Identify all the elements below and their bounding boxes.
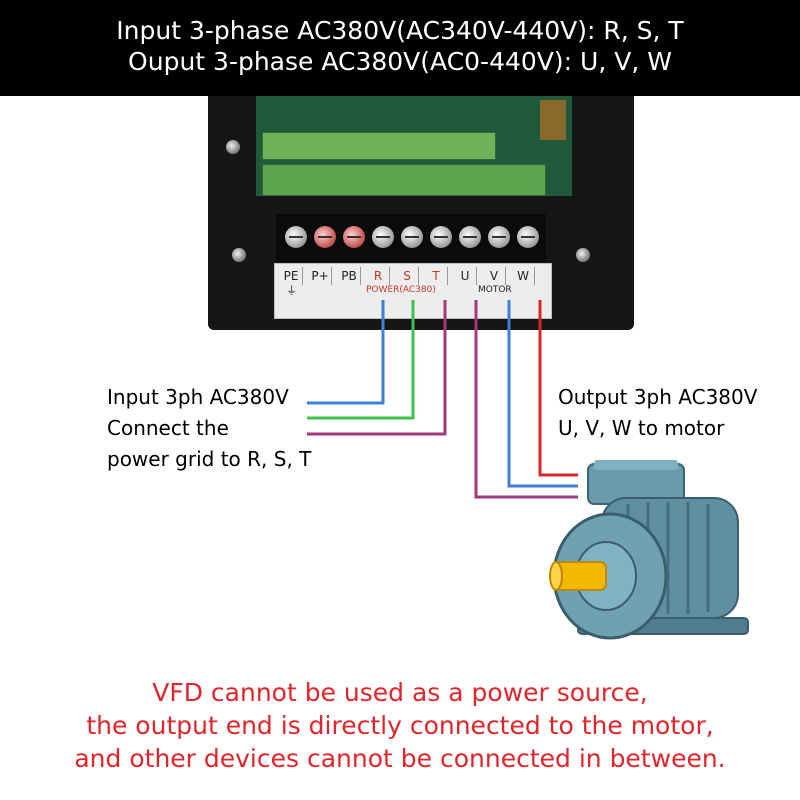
- terminal-label-v: V: [483, 267, 506, 285]
- terminal-label-u: U: [454, 267, 477, 285]
- terminal-label-p-plus: P+: [309, 267, 332, 285]
- mounting-screw-icon: [576, 248, 590, 262]
- ground-symbol-icon: ⏚: [286, 284, 297, 297]
- mounting-screw-icon: [232, 248, 246, 262]
- terminal-screw-pb: [343, 226, 365, 248]
- terminal-label-t: T: [425, 267, 448, 285]
- terminal-screw-u: [459, 226, 481, 248]
- terminal-label-pe: PE: [280, 267, 303, 285]
- motor-shaft-end: [549, 561, 563, 591]
- motor-group-label: MOTOR: [478, 285, 512, 295]
- wire-r-blue: [307, 300, 385, 405]
- control-terminal-strip-lower: [262, 164, 546, 196]
- warning-line2: the output end is directly connected to …: [86, 711, 714, 740]
- terminal-label-pb: PB: [338, 267, 361, 285]
- header-output-spec: Ouput 3-phase AC380V(AC0-440V): U, V, W: [128, 47, 672, 76]
- terminal-label-w: W: [512, 267, 535, 285]
- wire-v-blue: [507, 300, 578, 488]
- wire-s-green: [307, 300, 415, 420]
- terminal-label-r: R: [367, 267, 390, 285]
- header-input-spec: Input 3-phase AC380V(AC340V-440V): R, S,…: [116, 16, 684, 45]
- output-label-line2: U, V, W to motor: [558, 416, 725, 440]
- terminal-screw-v: [488, 226, 510, 248]
- terminal-screw-r: [372, 226, 394, 248]
- mounting-screw-icon: [226, 140, 240, 154]
- motor-terminal-lid: [594, 460, 678, 470]
- electric-motor-icon: [549, 460, 749, 640]
- warning-line3: and other devices cannot be connected in…: [74, 744, 726, 773]
- wire-w-red: [538, 300, 578, 477]
- terminal-label-s: S: [396, 267, 419, 285]
- wire-u-purple: [474, 300, 578, 499]
- output-label-line1: Output 3ph AC380V: [558, 385, 758, 409]
- terminal-screw-s: [401, 226, 423, 248]
- input-label-line1: Input 3ph AC380V: [107, 385, 289, 409]
- warning-line1: VFD cannot be used as a power source,: [152, 678, 648, 707]
- control-terminal-strip: [262, 132, 496, 160]
- terminal-screw-pe: [285, 226, 307, 248]
- header-banner: Input 3-phase AC380V(AC340V-440V): R, S,…: [0, 0, 800, 96]
- power-group-label: POWER(AC380): [366, 285, 436, 295]
- input-label-line3: power grid to R, S, T: [107, 447, 312, 471]
- board-component: [540, 100, 566, 140]
- wire-t-purple: [307, 300, 447, 436]
- terminal-labels: PE P+ PB R S T U V W: [280, 267, 544, 285]
- terminal-screw-t: [430, 226, 452, 248]
- input-label-line2: Connect the: [107, 416, 229, 440]
- terminal-screw-p-plus: [314, 226, 336, 248]
- terminal-screw-w: [517, 226, 539, 248]
